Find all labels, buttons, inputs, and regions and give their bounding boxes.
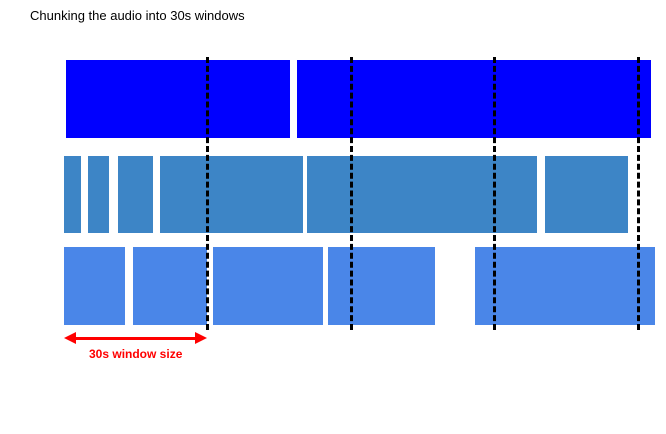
speech-segment-track-2: [118, 156, 153, 233]
window-boundary-line: [206, 57, 210, 330]
arrow-left-head-icon: [64, 332, 76, 344]
speech-segment-track-3: [132, 247, 207, 325]
speech-segment-track-2: [306, 156, 537, 233]
speech-segment-track-2: [160, 156, 303, 233]
window-boundary-line: [493, 57, 497, 330]
window-boundary-line: [349, 57, 353, 330]
speech-segment-track-3: [213, 247, 324, 325]
speech-segment-track-3: [327, 247, 435, 325]
arrow-right-head-icon: [195, 332, 208, 344]
window-boundary-line: [636, 57, 640, 330]
speech-segment-track-3: [64, 247, 126, 325]
figure-title: Chunking the audio into 30s windows: [30, 8, 245, 23]
window-size-label: 30s window size: [89, 347, 183, 361]
speech-segment-track-3: [475, 247, 655, 325]
speech-segment-track-2: [64, 156, 82, 233]
speech-segment-track-1: [296, 60, 651, 138]
speech-segment-track-2: [544, 156, 629, 233]
arrow-shaft: [76, 336, 196, 340]
speech-segment-track-2: [87, 156, 109, 233]
speech-segment-track-1: [65, 60, 291, 138]
window-size-arrow: [64, 332, 208, 344]
